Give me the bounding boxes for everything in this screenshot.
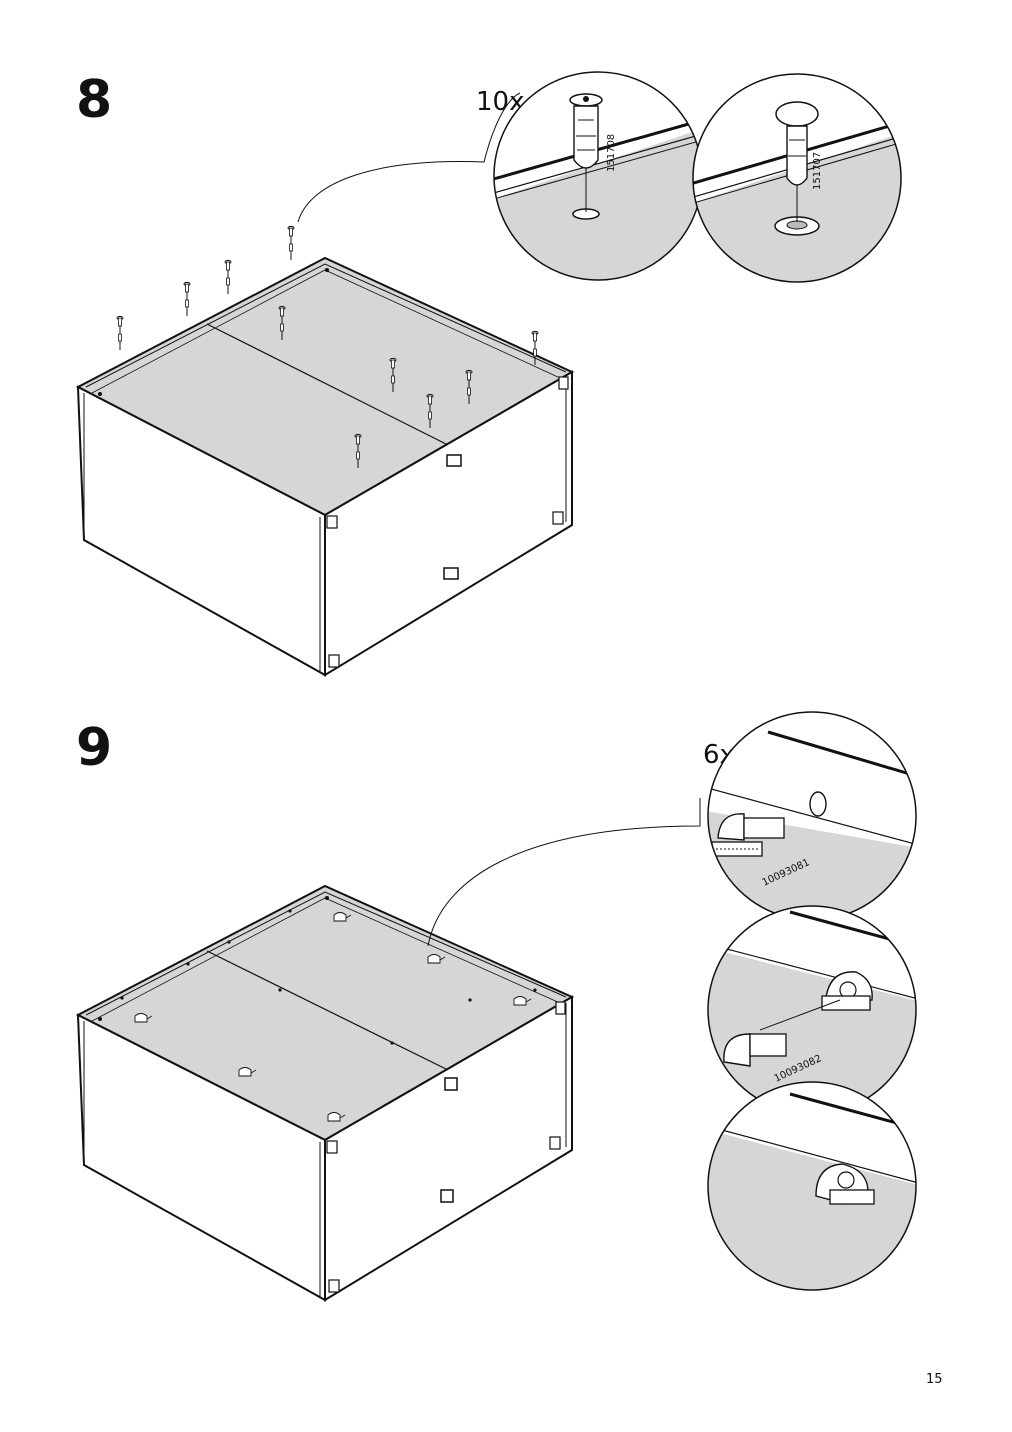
- step-8-number: 8: [76, 70, 113, 130]
- step-8-detail-insert: 151708: [493, 71, 703, 281]
- step-9-detail-clip-parts: 10093081: [707, 711, 917, 921]
- step-8-detail-inserted: 151707: [692, 73, 902, 283]
- part-number-151708: 151708: [606, 134, 617, 172]
- step-9-number: 9: [76, 718, 113, 778]
- step-9-detail-clip-assembly: 10093082: [707, 905, 917, 1115]
- step-9-detail-clip-installed: [707, 1081, 917, 1291]
- step-9-cabinet: [75, 798, 701, 1302]
- part-number-151707: 151707: [812, 152, 823, 190]
- step-8-cabinet: [75, 92, 575, 677]
- page-number: 15: [926, 1372, 943, 1387]
